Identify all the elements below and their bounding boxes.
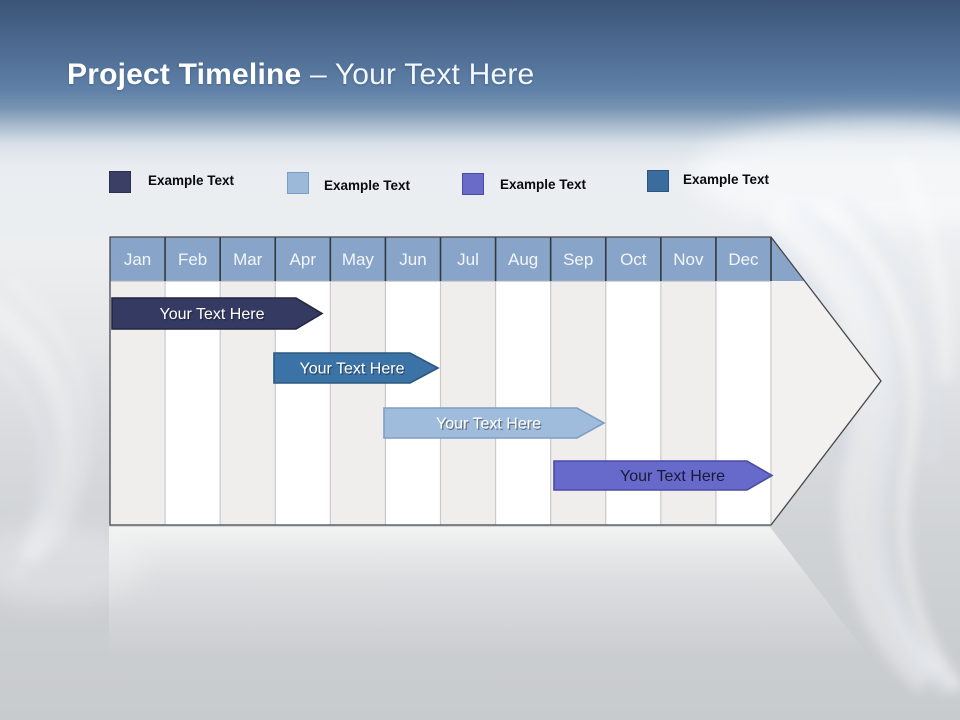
task-bar-4: Your Text Here <box>553 460 774 491</box>
table-reflection <box>109 527 880 720</box>
task-bar-shape <box>553 460 774 491</box>
left-swirl-decoration <box>0 276 145 605</box>
task-label: Your Text Here <box>160 306 265 323</box>
month-label-jul: Jul <box>457 250 479 269</box>
legend-item-3: Example Text <box>462 173 586 195</box>
month-label-mar: Mar <box>233 250 263 269</box>
column-stripe-aug <box>495 281 552 525</box>
task-bar-shape <box>111 297 324 330</box>
slide-title: Project Timeline – Your Text Here <box>67 58 534 92</box>
timeline-gantt-chart: Jan Feb Mar Apr May Jun Jul Aug Sep Oct Nov DecYour… <box>109 236 882 526</box>
month-label-apr: Apr <box>290 250 317 269</box>
legend-swatch-icon <box>109 171 131 193</box>
month-label-may: May <box>342 250 375 269</box>
legend-swatch-icon <box>287 172 309 194</box>
month-label-sep: Sep <box>563 250 593 269</box>
month-label-nov: Nov <box>673 250 704 269</box>
task-bar-shape <box>383 407 606 439</box>
task-label-shadow: Your Text Here <box>301 362 406 379</box>
right-swirl-decoration <box>690 120 960 697</box>
timeline-arrow-outline <box>109 236 882 526</box>
legend: Example Text Example Text Example Text Exam… <box>0 0 960 195</box>
task-label-shadow: Your Text Here <box>437 417 542 434</box>
task-bar-shape <box>273 352 440 384</box>
legend-item-4: Example Text <box>647 170 769 192</box>
month-label-jan: Jan <box>124 250 151 269</box>
task-label-shadow: Your Text Here <box>161 307 266 324</box>
task-label: Your Text Here <box>620 468 725 485</box>
legend-swatch-icon <box>462 173 484 195</box>
task-label: Your Text Here <box>436 416 541 433</box>
month-label-feb: Feb <box>178 250 207 269</box>
column-stripe-jul <box>440 281 497 525</box>
title-suffix: – Your Text Here <box>309 58 535 91</box>
column-stripe-may <box>330 281 387 525</box>
month-label-oct: Oct <box>620 250 647 269</box>
timeline-clipped-layers <box>110 237 881 525</box>
title-main: Project Timeline <box>67 58 302 91</box>
legend-label: Example Text <box>683 172 770 187</box>
column-stripe-jun <box>385 281 442 525</box>
legend-item-2: Example Text <box>287 172 410 196</box>
task-label: Your Text Here <box>300 361 405 378</box>
month-label-dec: Dec <box>728 250 759 269</box>
legend-label: Example Text <box>500 177 587 192</box>
legend-item-1: Example Text <box>109 171 234 193</box>
month-label-jun: Jun <box>399 250 426 269</box>
legend-swatch-icon <box>647 170 669 192</box>
legend-label: Example Text <box>148 173 235 188</box>
legend-label: Example Text <box>324 178 411 193</box>
month-label-aug: Aug <box>508 250 538 269</box>
